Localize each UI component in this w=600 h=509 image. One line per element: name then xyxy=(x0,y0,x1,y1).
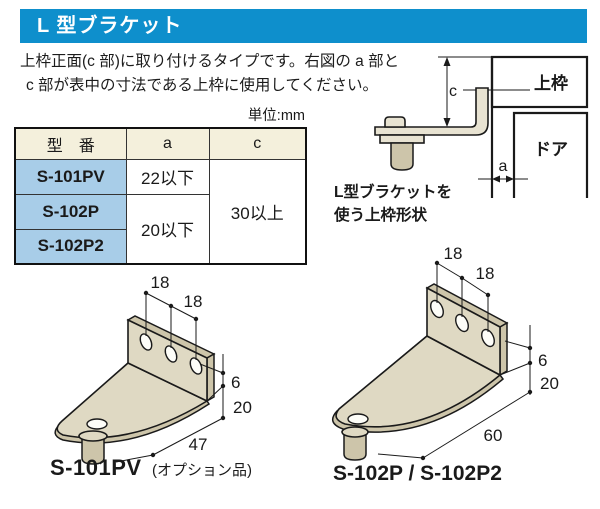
model-name-s101pv: S-101PV xyxy=(50,455,142,480)
a-arrow-right-icon xyxy=(506,175,514,183)
tip-hole xyxy=(347,413,369,425)
door-outline xyxy=(512,111,589,198)
section-title-bar: L 型ブラケット xyxy=(20,9,587,43)
dim-dot xyxy=(527,345,533,351)
ext-line xyxy=(504,340,531,349)
cell-model-s101pv: S-101PV xyxy=(14,158,127,195)
a-arrow-left-icon xyxy=(492,175,500,183)
pivot-flange-shape xyxy=(379,134,425,144)
cell-model-s102p2: S-102P2 xyxy=(14,228,127,265)
bracket-figure-s102p: 18 18 6 20 60 xyxy=(331,244,559,461)
pivot-cap-shape xyxy=(384,116,406,128)
frame-shape-diagram: c a 上枠 ドア xyxy=(374,55,589,198)
spec-table: 型 番 a c S-101PV 22以下 30以上 S-102P 20以下 S-… xyxy=(14,127,307,265)
dim-dot xyxy=(168,303,174,309)
dim-dot xyxy=(193,316,199,322)
dim-line xyxy=(170,305,197,320)
model-note-option: (オプション品) xyxy=(152,462,253,479)
plate-right-edge xyxy=(206,352,215,403)
dim-dot xyxy=(485,292,491,298)
dim-dot xyxy=(220,383,226,389)
dim-20: 20 xyxy=(540,374,559,393)
pivot-pin-shape xyxy=(343,433,367,461)
ext-line xyxy=(115,454,154,463)
dim-18-first: 18 xyxy=(444,244,463,263)
dim-47: 47 xyxy=(189,435,208,454)
plate-hole-1 xyxy=(139,333,153,351)
upper-frame-label: 上枠 xyxy=(534,74,568,93)
header-a: a xyxy=(125,127,210,160)
door-label: ドア xyxy=(534,140,568,159)
dim-18-second: 18 xyxy=(476,264,495,283)
plate-hole-2 xyxy=(455,313,469,333)
section-title: L 型ブラケット xyxy=(37,15,183,37)
figure-left-label: S-101PV (オプション品) xyxy=(50,455,252,481)
plate-hole-2 xyxy=(164,345,178,363)
dim-20: 20 xyxy=(233,398,252,417)
frame-diagram-caption: L型ブラケットを 使う上枠形状 xyxy=(334,181,452,227)
cell-model-s102p: S-102P xyxy=(14,193,127,230)
ext-line xyxy=(499,362,531,376)
table-row: S-101PV 22以下 30以上 xyxy=(14,158,307,265)
dim-6: 6 xyxy=(538,351,547,370)
l-bracket-shape xyxy=(374,87,489,136)
ext-line xyxy=(206,385,224,402)
header-c: c xyxy=(208,127,307,160)
dim-c-label: c xyxy=(449,83,457,100)
pivot-flange-shape xyxy=(341,426,369,438)
dim-6: 6 xyxy=(231,373,240,392)
plate-hole-1 xyxy=(430,299,444,319)
dim-line xyxy=(152,417,224,456)
dim-dot xyxy=(459,275,465,281)
gusset-top-shape xyxy=(335,335,502,428)
dim-dot xyxy=(527,360,533,366)
cell-c-shared: 30以上 xyxy=(208,158,307,265)
dim-dot xyxy=(434,260,440,266)
c-arrow-up-icon xyxy=(443,57,451,66)
cell-a-shared: 20以下 xyxy=(125,193,210,265)
dim-line xyxy=(461,277,489,296)
dim-line xyxy=(145,292,172,307)
dim-dot xyxy=(143,290,149,296)
dim-line xyxy=(436,262,463,279)
header-model: 型 番 xyxy=(14,127,127,160)
model-name-s102p: S-102P / S-102P2 xyxy=(333,462,502,485)
bracket-figure-s101pv: 18 18 6 20 47 xyxy=(54,273,252,465)
dim-60: 60 xyxy=(484,426,503,445)
pivot-pin-shape xyxy=(81,437,105,465)
cell-a-s101pv: 22以下 xyxy=(125,158,210,195)
pivot-pin-shape xyxy=(390,142,414,171)
c-arrow-down-icon xyxy=(443,118,451,127)
upper-frame-box xyxy=(490,55,589,109)
unit-note: 単位:mm xyxy=(247,108,305,124)
dim-dot xyxy=(150,452,156,458)
ext-line xyxy=(377,453,424,459)
caption-line-2: 使う上枠形状 xyxy=(334,207,428,224)
pivot-flange-shape xyxy=(78,430,108,442)
plate-right-edge xyxy=(499,321,508,377)
dim-dot xyxy=(420,455,426,461)
table-header-row: 型 番 a c xyxy=(14,127,307,160)
dim-line xyxy=(422,391,531,459)
figure-right-label: S-102P / S-102P2 xyxy=(333,462,502,486)
dim-a-label: a xyxy=(499,158,508,175)
tip-hole xyxy=(86,418,108,430)
intro-line-1: 上枠正面(c 部)に取り付けるタイプです。右図の a 部と xyxy=(20,53,400,70)
dim-18-second: 18 xyxy=(184,292,203,311)
intro-text: 上枠正面(c 部)に取り付けるタイプです。右図の a 部と c 部が表中の寸法で… xyxy=(20,50,440,97)
caption-line-1: L型ブラケットを xyxy=(334,184,452,201)
intro-line-2: c 部が表中の寸法である上枠に使用してください。 xyxy=(26,76,378,94)
table-row: S-102P2 xyxy=(14,228,306,265)
dim-dot xyxy=(220,370,226,376)
dim-18-first: 18 xyxy=(151,273,170,292)
table-row: S-102P 20以下 xyxy=(14,193,306,265)
ext-line xyxy=(199,363,224,374)
plate-hole-3 xyxy=(481,328,495,348)
